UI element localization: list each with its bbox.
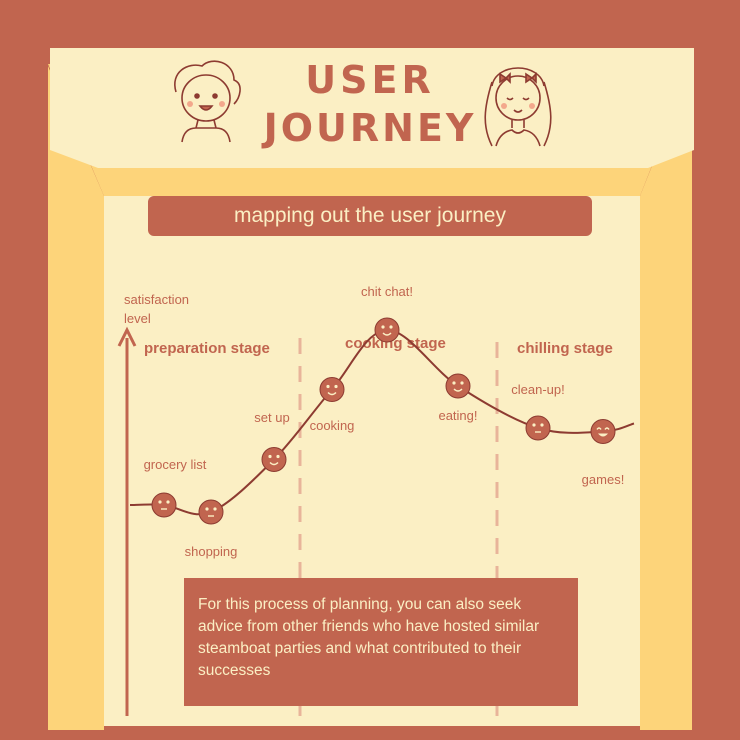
step-label: cooking (309, 417, 355, 433)
right-wall (640, 66, 692, 730)
step-label: shopping (184, 544, 238, 559)
step-label: set up (254, 409, 290, 425)
journey-line (129, 328, 635, 516)
y-axis-label: satisfaction level (124, 292, 190, 326)
step-label: grocery list (143, 457, 207, 472)
step-face-icon (261, 447, 287, 472)
step-face-icon (198, 499, 224, 525)
boy-avatar-icon (174, 60, 241, 143)
step-face-icon (445, 373, 471, 399)
board-heading: mapping out the user journey (148, 196, 592, 236)
y-axis-arrow (117, 326, 137, 347)
step-face-icon (319, 377, 345, 402)
step-face-icon (525, 415, 551, 441)
step-label: clean-up! (511, 382, 565, 397)
step-label: games! (581, 471, 625, 487)
step-label: eating! (438, 408, 478, 423)
title-line-1: USER (305, 58, 435, 102)
stage-label-preparation: preparation stage (144, 340, 270, 357)
girl-avatar-icon (484, 67, 552, 147)
stage-label-chilling: chilling stage (517, 340, 613, 357)
left-wall (48, 66, 104, 730)
step-face-icon (374, 317, 400, 343)
step-face-icon (151, 492, 177, 518)
step-label: chit chat! (360, 284, 414, 299)
title-line-2: JOURNEY (263, 106, 477, 150)
step-face-icon (590, 419, 616, 444)
advice-note: For this process of planning, you can al… (184, 578, 578, 706)
